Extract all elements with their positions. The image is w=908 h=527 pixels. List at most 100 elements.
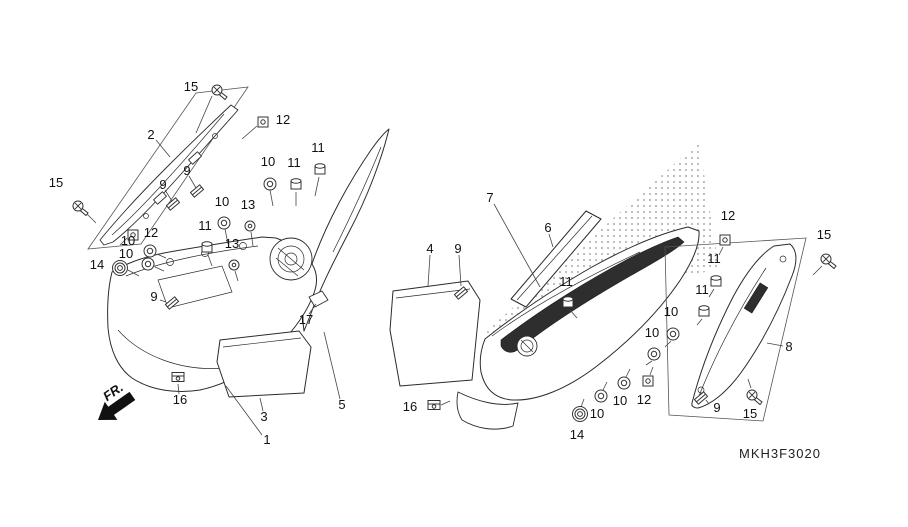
callout-label: 15 <box>817 227 831 242</box>
callout-label: 10 <box>261 154 275 169</box>
clipnut-icon <box>642 375 654 387</box>
grommet-icon <box>263 177 277 191</box>
callout-label: 16 <box>173 392 187 407</box>
panel-badge <box>743 282 769 314</box>
grommet-icon <box>647 347 661 361</box>
leader-line <box>159 299 167 303</box>
leader-line <box>696 318 703 326</box>
leader-line <box>250 231 254 247</box>
callout-label: 11 <box>287 155 301 170</box>
leader-line <box>195 95 213 134</box>
leader-line <box>427 254 431 287</box>
collar-icon <box>562 296 574 308</box>
grommet-icon <box>143 244 157 258</box>
leader-line <box>188 175 197 189</box>
callout-label: 4 <box>426 241 433 256</box>
leader-line <box>234 270 239 282</box>
leader-line <box>649 366 654 376</box>
cover-lower-lip <box>456 391 519 430</box>
right-cover-group <box>389 210 807 430</box>
leader-line <box>127 269 140 277</box>
callout-label: 2 <box>147 127 154 142</box>
grommet-icon <box>141 257 155 271</box>
callout-label: 11 <box>559 274 573 289</box>
callout-label: 11 <box>695 282 709 297</box>
leader-line <box>314 176 320 197</box>
screw-icon <box>746 389 763 405</box>
callout-label: 15 <box>743 406 757 421</box>
leader-line <box>493 203 541 288</box>
callout-label: 10 <box>664 304 678 319</box>
right-main-cover-part <box>479 226 700 401</box>
leader-line <box>664 340 672 348</box>
leader-line <box>812 265 823 276</box>
callout-label: 12 <box>637 392 651 407</box>
screw-icon <box>72 200 89 216</box>
nutclip-icon <box>171 372 185 382</box>
callout-label: 9 <box>159 177 166 192</box>
grommet-icon <box>594 389 608 403</box>
callout-label: 12 <box>721 208 735 223</box>
leader-line <box>323 331 341 400</box>
leader-line <box>156 253 167 259</box>
grommet-icon <box>666 327 680 341</box>
leader-line <box>645 360 653 366</box>
leader-line <box>747 378 752 389</box>
callout-label: 13 <box>241 197 255 212</box>
grommet-large-icon <box>112 260 128 276</box>
callout-label: 11 <box>707 251 721 266</box>
callout-label: 10 <box>215 194 229 209</box>
collar-icon <box>314 163 326 175</box>
leader-line <box>177 383 180 395</box>
callout-label: 10 <box>645 325 659 340</box>
leader-line <box>705 399 710 405</box>
upper-cover-part <box>99 104 239 246</box>
callout-label: 15 <box>184 79 198 94</box>
callout-label: 12 <box>144 225 158 240</box>
leader-line <box>766 342 784 347</box>
arrow-icon <box>98 391 136 420</box>
leader-line <box>548 233 554 248</box>
callout-label: 3 <box>260 409 267 424</box>
drawing-code: MKH3F3020 <box>739 446 821 461</box>
callout-label: 1 <box>263 432 270 447</box>
leader-line <box>308 303 317 315</box>
callout-label: 10 <box>590 406 604 421</box>
callout-label: 12 <box>276 112 290 127</box>
vent-grille <box>269 237 313 281</box>
callout-label: 10 <box>119 246 133 261</box>
screw-icon <box>820 253 837 269</box>
clip-icon <box>189 184 205 198</box>
callout-label: 10 <box>613 393 627 408</box>
callout-label: 17 <box>299 312 313 327</box>
clipnut-icon <box>719 234 731 246</box>
screw-icon <box>211 84 228 100</box>
leader-line <box>458 254 462 287</box>
leader-line <box>155 139 171 158</box>
right-reference-box <box>664 237 807 422</box>
callout-label: 8 <box>785 339 792 354</box>
callout-label: 7 <box>486 190 493 205</box>
callout-label: 11 <box>311 140 325 155</box>
leader-line <box>708 288 715 298</box>
leader-line <box>580 398 585 408</box>
washer-icon <box>228 259 240 271</box>
callout-label: 10 <box>121 233 135 248</box>
washer-icon <box>244 220 256 232</box>
callout-label: 9 <box>454 241 461 256</box>
callout-label: 14 <box>570 427 584 442</box>
grommet-large-icon <box>572 406 588 422</box>
callout-label: 6 <box>544 220 551 235</box>
leader-line <box>718 246 724 256</box>
leader-line <box>259 397 264 412</box>
collar-icon <box>710 275 722 287</box>
callout-label: 5 <box>338 397 345 412</box>
grommet-icon <box>617 376 631 390</box>
callout-label: 9 <box>150 289 157 304</box>
left-lower-cover-part <box>216 330 312 398</box>
leader-line <box>569 309 578 319</box>
collar-icon <box>201 241 213 253</box>
leader-line <box>154 266 165 272</box>
